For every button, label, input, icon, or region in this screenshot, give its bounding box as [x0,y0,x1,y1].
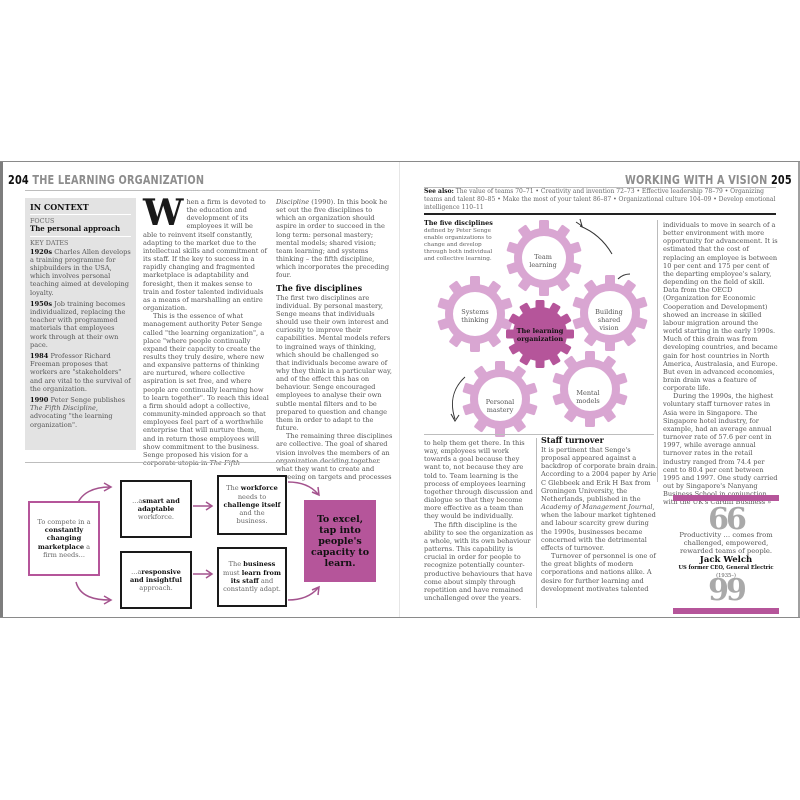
focus-label: FOCUS [30,217,55,225]
flow-box-start: To compete in a constantly changing mark… [28,501,100,576]
see-also-label: See also: [424,188,454,195]
column-divider [536,438,537,608]
book-spread: 204 THE LEARNING ORGANIZATION IN CONTEXT… [0,161,800,618]
flow-box-learn-from-staff: The business must learn from its staff a… [217,547,287,607]
quote-author: Jack Welch [699,555,753,565]
quote-bottom-bar [673,608,779,614]
flow-box-smart-workforce: ...asmart and adaptable workforce. [120,480,192,538]
flow-box-responsive-approach: ...aresponsive and insightful approach. [120,551,192,609]
body-paragraph: Discipline (1990). In this book he set o… [276,198,390,280]
quote-author-role: US former CEO, General Electric [678,565,774,571]
diagram-bottom-rule [424,434,654,435]
focus-value: The personal approach [30,225,131,238]
gear-label-systems-thinking: Systems thinking [461,308,489,324]
drop-cap: W [143,192,184,234]
right-page-header: WORKING WITH A VISION 205 [625,172,792,187]
key-date-1984: 1984 Professor Richard Freeman proposes … [30,352,131,393]
flowchart-top-rule [25,462,380,463]
quote-text: Productivity … comes from challenged, em… [679,531,773,555]
body-paragraph: The first two disciplines are individual… [276,293,392,433]
five-disciplines-subhead: The five disciplines [276,282,363,293]
body-paragraph: to help them get there. In this way, emp… [424,439,533,521]
right-page-number: 205 [771,172,792,187]
body-paragraph: During the 1990s, the highest voluntary … [663,392,778,507]
quote-author-years: (1935–) [716,573,736,579]
close-quote-icon: 99 [708,573,747,608]
left-body-column-2: Discipline (1990). In this book he set o… [276,198,394,481]
staff-turnover-subhead: Staff turnover [541,435,604,445]
flow-box-result: To excel, tap into people's capacity to … [304,500,376,582]
in-context-box: IN CONTEXT FOCUS The personal approach K… [25,198,136,450]
diagram-caption-title: The five disciplines [424,219,493,227]
body-paragraph: The fifth discipline is the ability to s… [424,520,534,602]
see-also-text: The value of teams 70–71 • Creativity an… [424,188,776,211]
quote-top-bar [673,495,779,501]
right-body-column-1: to help them get there. In this way, emp… [424,439,534,602]
body-paragraph: The remaining three disciplines are coll… [276,432,393,481]
see-also-rule [424,213,776,215]
right-running-title: WORKING WITH A VISION [625,172,768,187]
left-header-rule [25,190,320,191]
key-date-1950s: 1950s Job training becomes individualize… [30,299,126,349]
key-date-1920s: 1920s Charles Allen develops a training … [30,247,131,297]
left-page-number: 204 [8,172,29,187]
right-body-column-2: Staff turnover It is pertinent that Seng… [541,435,659,593]
body-paragraph: This is the essence of what management a… [143,312,269,467]
pull-quote: 66 Productivity … comes from challenged,… [673,495,779,614]
see-also-references: See also: The value of teams 70–71 • Cre… [424,188,776,212]
flow-box-challenge-itself: The workforce needs to challenge itself … [217,475,287,535]
open-quote-icon: 66 [708,502,747,537]
left-page-header: 204 THE LEARNING ORGANIZATION [8,172,204,187]
body-paragraph: individuals to move in search of a bette… [663,221,778,393]
flowchart-arrows [75,481,320,605]
body-paragraph: It is pertinent that Senge's proposal ap… [541,446,658,552]
key-dates-label: KEY DATES [30,239,69,248]
five-disciplines-gear-diagram [437,218,648,437]
right-header-rule [424,187,776,188]
page-gutter [399,162,400,617]
right-body-column-3: individuals to move in search of a bette… [663,221,779,506]
left-running-title: THE LEARNING ORGANIZATION [32,172,205,187]
gear-label-learning-organization: The learning organization [516,327,564,343]
key-date-1990: 1990 Peter Senge publishes The Fifth Dis… [30,396,126,429]
gear-label-team-learning: Team learning [529,253,557,269]
gear-label-mental-models: Mental models [576,389,600,405]
diagram-caption: The five disciplines defined by Peter Se… [424,219,493,263]
column-divider [657,220,658,482]
gear-label-personal-mastery: Personal mastery [485,398,515,414]
body-paragraph: Turnover of personnel is one of the grea… [541,552,656,593]
gear-label-building-shared-vision: Building shared vision [595,308,623,332]
in-context-heading: IN CONTEXT [30,202,131,215]
